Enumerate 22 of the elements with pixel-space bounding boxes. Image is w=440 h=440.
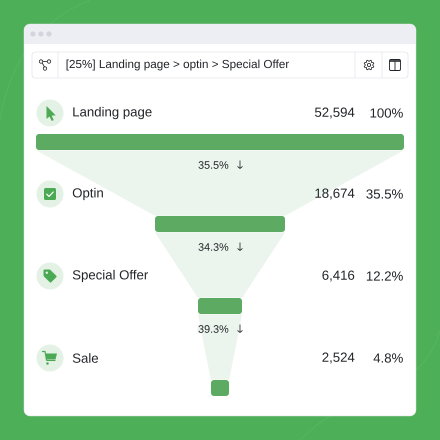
stage-name: Sale (72, 353, 98, 363)
edge-label: 35.5% (197, 160, 230, 170)
count-value: 6,416 (322, 270, 354, 282)
breadcrumb-text: [25%] Landing page > optin > Special Offer (66, 60, 290, 70)
percent-value: 100% (370, 108, 403, 118)
percent-value: 35.5% (366, 189, 403, 199)
count-value: 18,674 (315, 188, 354, 200)
count-value: 2,524 (322, 352, 354, 364)
edge-label: 34.3% (197, 242, 230, 252)
percent-value: 4.8% (374, 353, 403, 363)
percent-value: 12.2% (366, 271, 403, 281)
stage-name: Landing page (73, 106, 152, 120)
funnel-band (36, 150, 404, 216)
funnel-bar (211, 380, 229, 396)
funnel-bar (36, 134, 404, 150)
funnel-bar (155, 216, 285, 232)
stage-name: Optin (72, 188, 103, 200)
funnel-band (154, 232, 286, 298)
funnel-bar (198, 298, 242, 314)
stage-name: Special Offer (72, 270, 148, 282)
count-value: 52,594 (314, 108, 354, 118)
edge-label: 39.3% (197, 324, 230, 334)
